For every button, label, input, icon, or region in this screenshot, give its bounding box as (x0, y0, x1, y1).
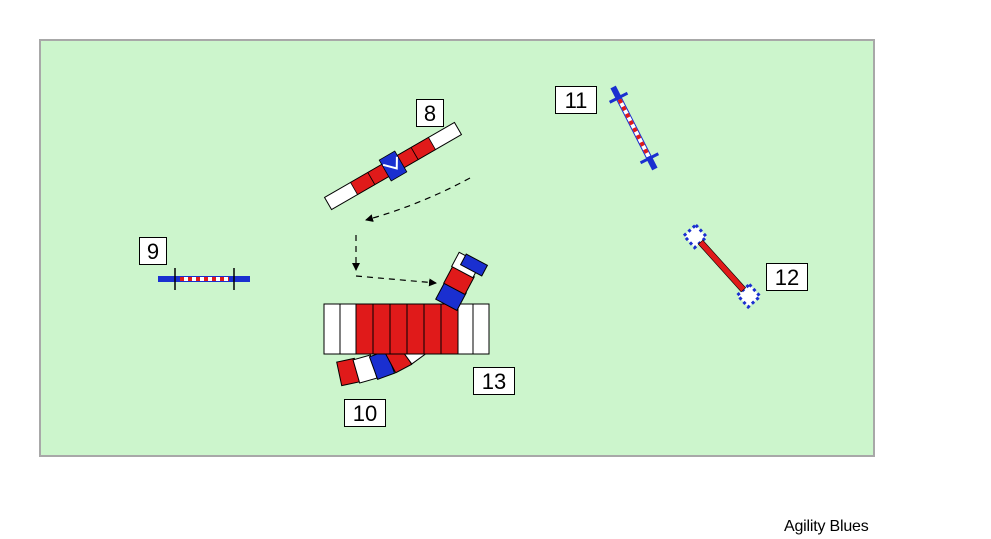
obstacle-10-label: 10 (344, 399, 386, 427)
obstacle-8-label: 8 (416, 99, 444, 127)
obstacle-11-bar-jump (608, 85, 660, 171)
path-segment-3 (355, 275, 437, 287)
obstacle-9-label: 9 (139, 237, 167, 265)
obstacle-8-wing-jump (323, 121, 463, 211)
obstacle-13-tunnel (323, 303, 490, 355)
obstacle-11-label: 11 (555, 86, 597, 114)
obstacle-9-bar-jump (158, 268, 250, 290)
obstacle-12-label: 12 (766, 263, 808, 291)
obstacle-10-tunnel-upper (435, 251, 489, 312)
handler-path (352, 177, 471, 287)
path-segment-1 (365, 177, 471, 222)
field-area (39, 39, 875, 457)
credit-text: Agility Blues (784, 518, 869, 535)
obstacle-12-tire (681, 222, 763, 310)
obstacle-13-label: 13 (473, 367, 515, 395)
